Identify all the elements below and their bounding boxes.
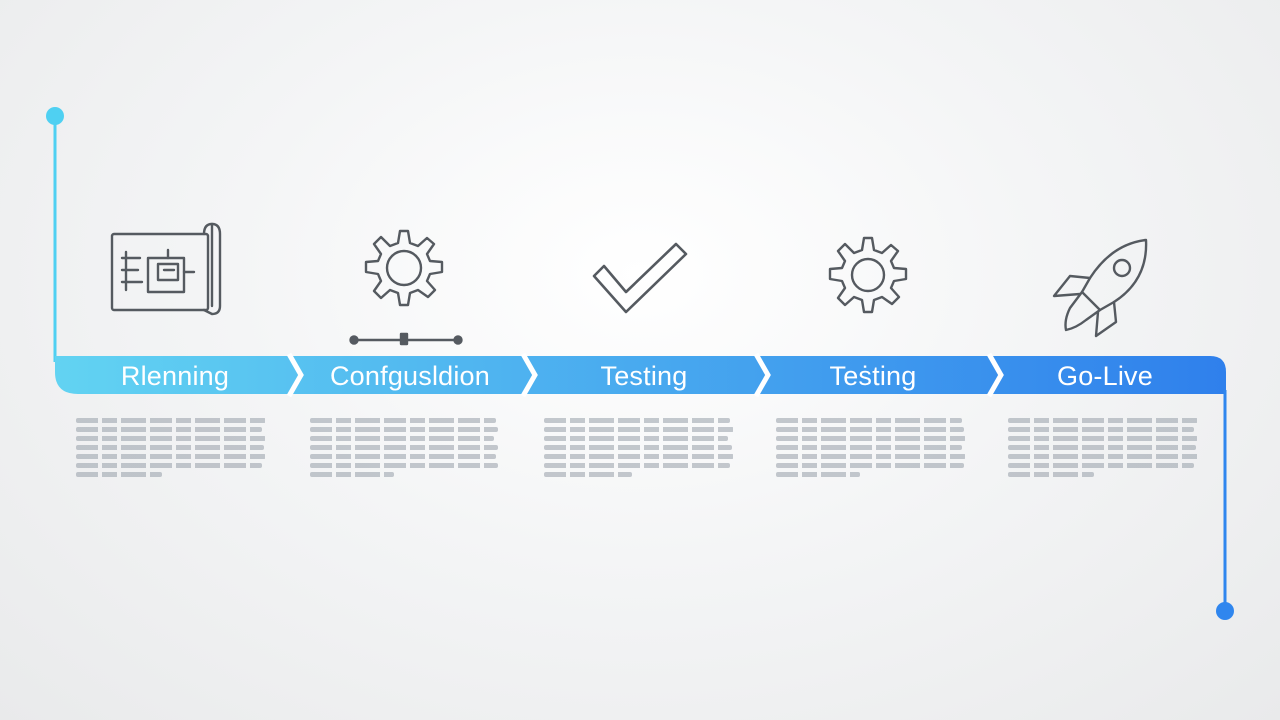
stage-label-1: Rlenning	[120, 361, 230, 391]
gear-network-icon	[344, 218, 464, 346]
stage-description-3	[544, 418, 736, 490]
chevron-separator	[986, 352, 1004, 398]
stage-label-5: Go-Live	[1057, 361, 1153, 391]
timeline-end-dot	[1216, 602, 1234, 620]
stage-description-2	[310, 418, 502, 490]
checkmark-icon	[580, 222, 700, 342]
blueprint-icon	[108, 210, 228, 330]
stage-description-4	[776, 418, 968, 490]
chevron-separator	[753, 352, 771, 398]
gear-icon	[808, 216, 928, 336]
stage-label-3: Testing	[600, 361, 688, 391]
stage-label-2: Confgusldion	[329, 361, 490, 391]
stage-description-1	[76, 418, 268, 490]
chevron-separators	[286, 352, 1004, 398]
chevron-separator	[286, 352, 304, 398]
stage-label-4: Teṡting	[829, 361, 917, 391]
timeline-start-dot	[46, 107, 64, 125]
timeline-band	[55, 356, 1226, 394]
chevron-separator	[520, 352, 538, 398]
rocket-icon	[1042, 230, 1162, 350]
stage-description-5	[1008, 418, 1200, 490]
